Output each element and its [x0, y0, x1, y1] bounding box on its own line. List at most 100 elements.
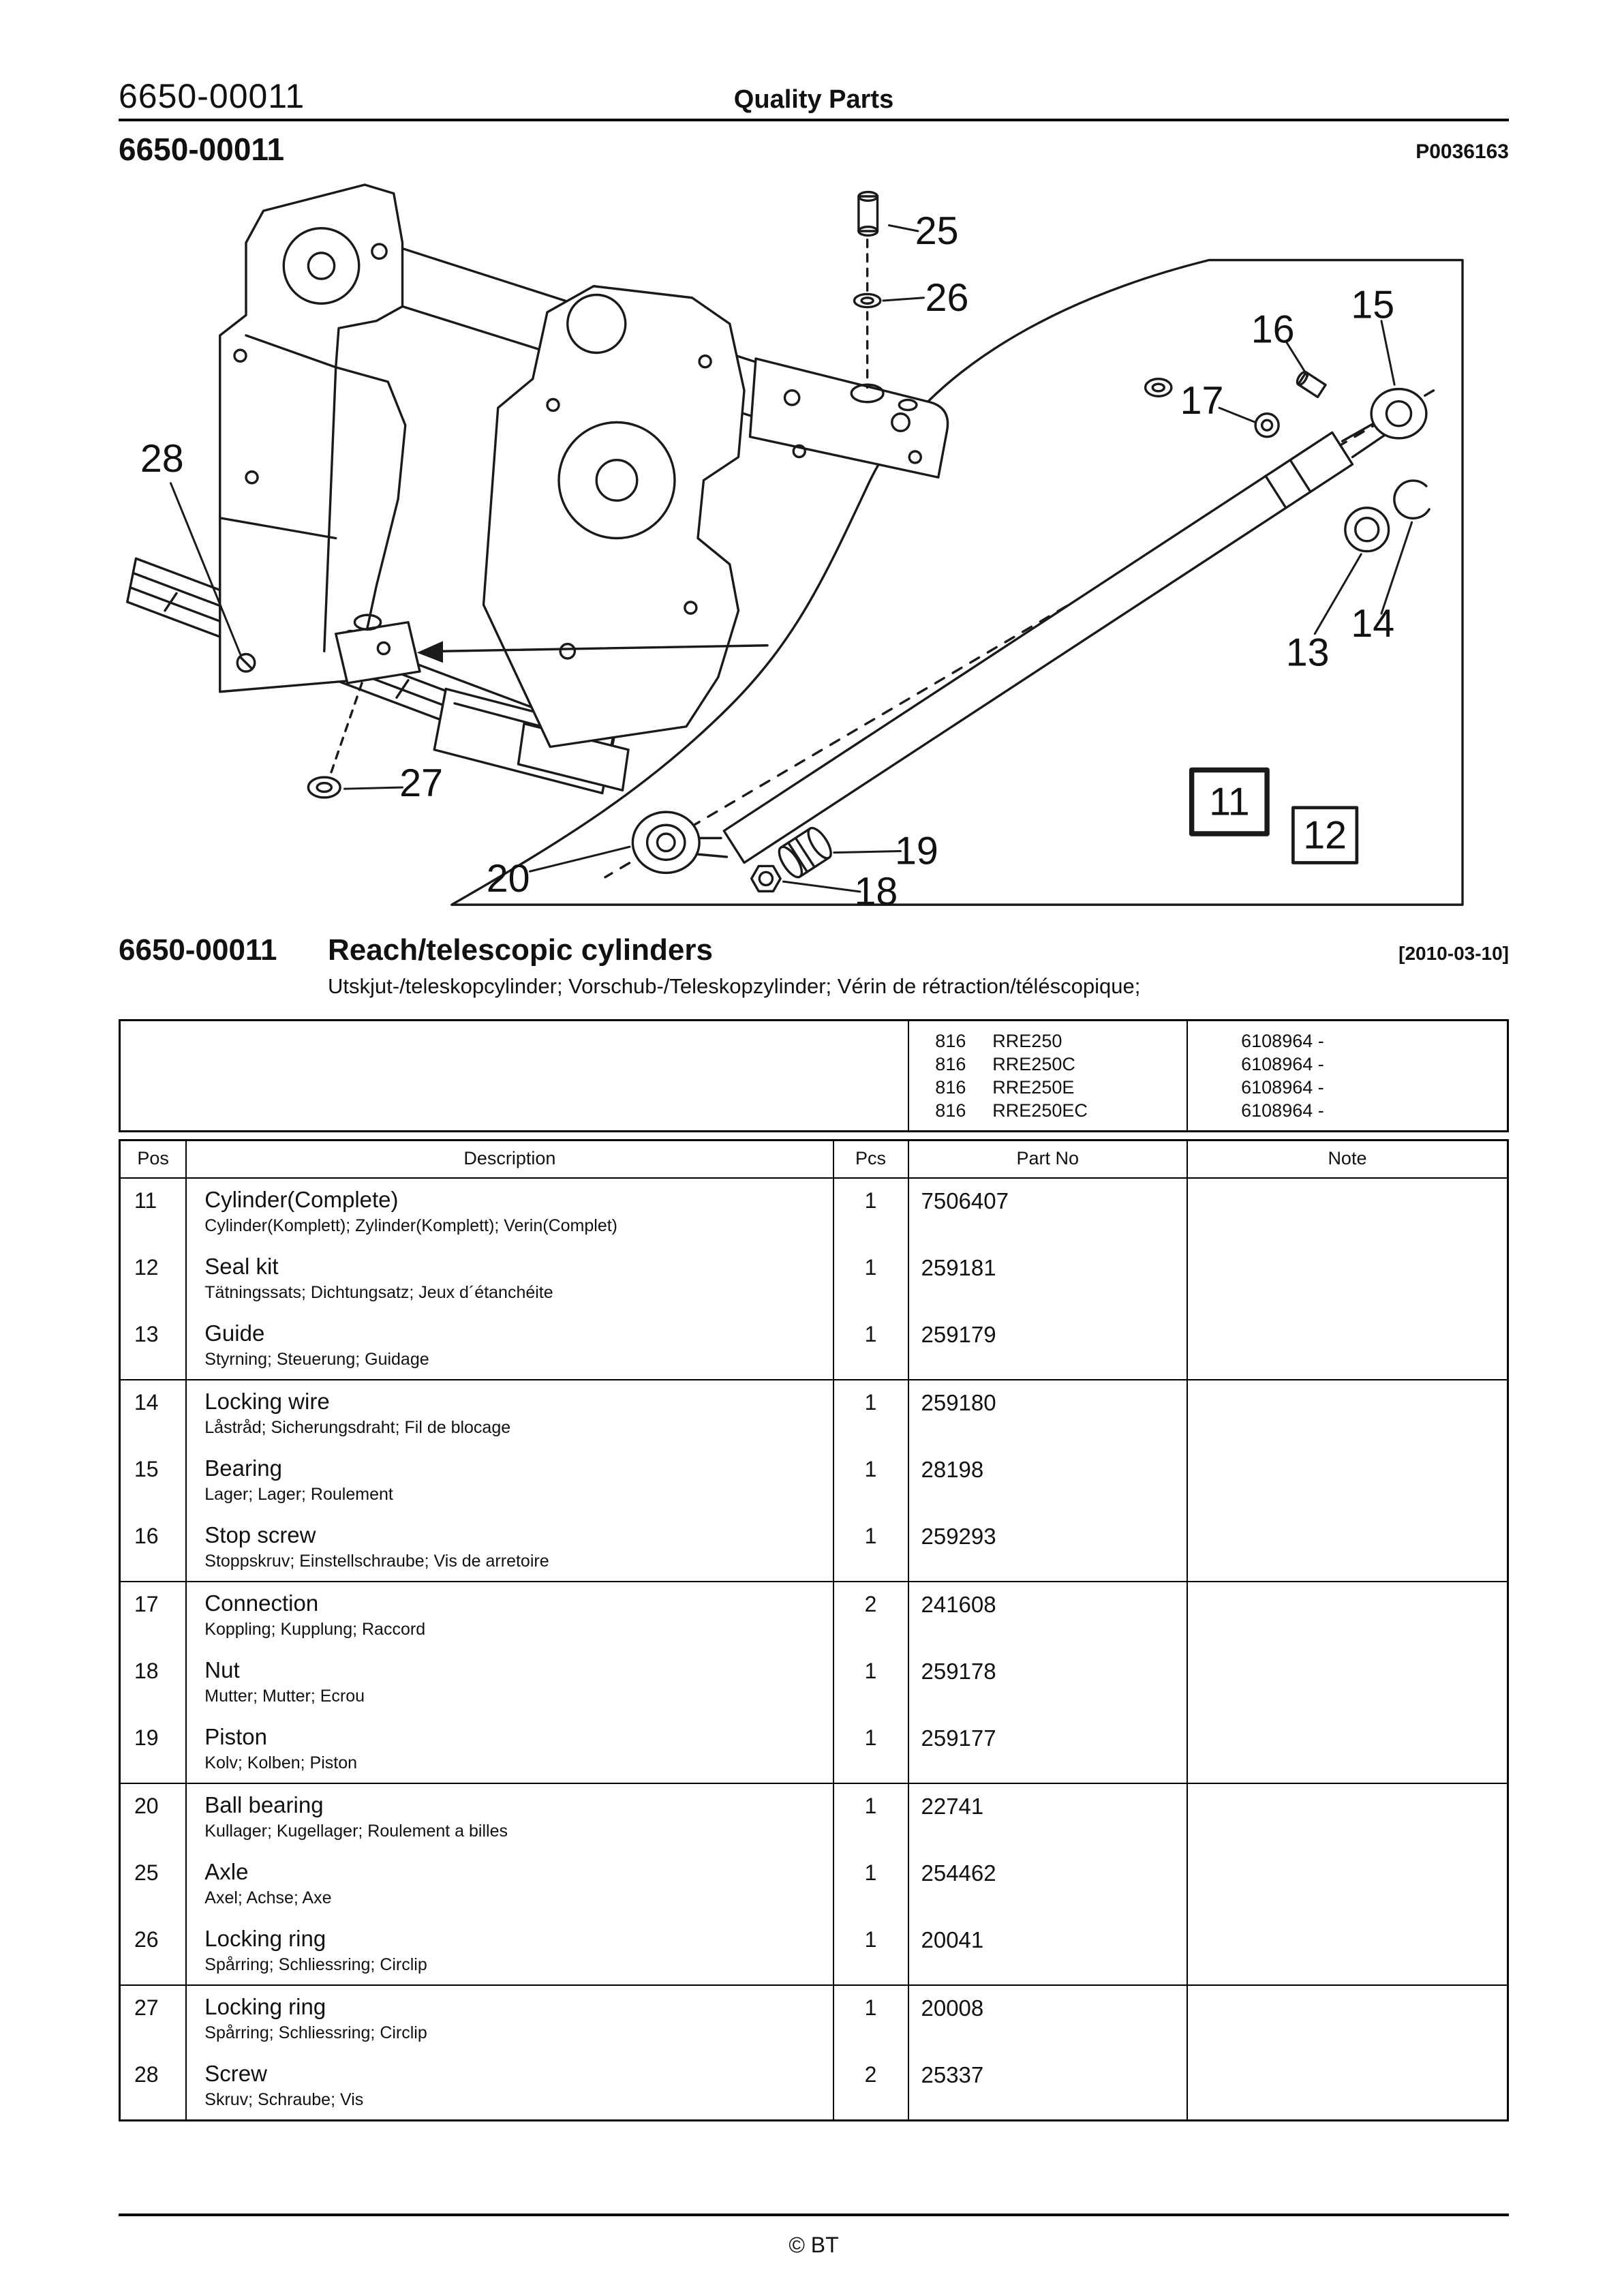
models-spacer — [121, 1021, 910, 1130]
pcs-cell: 1 — [832, 1312, 908, 1380]
pcs-cell: 1 — [832, 1447, 908, 1514]
model-serial: 6108964 - — [1241, 1054, 1324, 1074]
col-header-pcs: Pcs — [832, 1140, 908, 1179]
pos-cell: 26 — [134, 1927, 159, 1952]
table-row: 28 Screw Skruv; Schraube; Vis 2 25337 — [120, 2053, 1508, 2121]
description-cell: Axle Axel; Achse; Axe — [185, 1851, 833, 1918]
description-cell: Locking ring Spårring; Schliessring; Cir… — [185, 1918, 833, 1985]
description-cell: Locking ring Spårring; Schliessring; Cir… — [185, 1984, 833, 2053]
model-row: 816 RRE250E — [935, 1076, 1187, 1099]
header-divider — [119, 119, 1509, 121]
note-cell — [1186, 1245, 1508, 1312]
pos-cell: 27 — [119, 1984, 187, 2053]
parts-diagram: 25 26 16 15 17 28 13 14 27 20 19 18 11 1… — [119, 173, 1509, 926]
pcs-cell: 1 — [832, 1783, 908, 1851]
pcs-cell: 1 — [832, 1514, 908, 1582]
note-cell — [1186, 1379, 1508, 1447]
section-date: [2010-03-10] — [1398, 943, 1509, 964]
pos-cell: 20 — [119, 1783, 187, 1851]
description-translations: Spårring; Schliessring; Circlip — [204, 1955, 427, 1974]
table-row: 12 Seal kit Tätningssats; Dichtungsatz; … — [120, 1245, 1508, 1312]
pos-cell: 16 — [134, 1524, 159, 1548]
pos-cell: 28 — [134, 2062, 159, 2087]
description-main: Ball bearing — [204, 1792, 324, 1817]
description-main: Guide — [204, 1320, 265, 1346]
note-cell — [1186, 1649, 1508, 1716]
part-no-cell: 254462 — [907, 1851, 1187, 1918]
axle-pin-and-ring — [853, 190, 882, 389]
pos-cell: 12 — [134, 1255, 159, 1280]
description-main: Piston — [204, 1724, 267, 1749]
callout-11: 11 — [1209, 780, 1250, 824]
models-serials: 6108964 - 6108964 - 6108964 - 6108964 - — [1188, 1021, 1507, 1130]
part-no-cell: 259180 — [907, 1379, 1187, 1447]
pcs-cell: 1 — [832, 1379, 908, 1447]
pos-cell: 15 — [134, 1457, 159, 1481]
model-name: RRE250C — [992, 1054, 1075, 1074]
description-main: Seal kit — [204, 1254, 279, 1279]
callout-17: 17 — [1180, 379, 1224, 423]
note-cell — [1186, 1312, 1508, 1380]
note-cell — [1186, 2053, 1508, 2121]
model-code: 816 — [935, 1077, 966, 1098]
table-row: 25 Axle Axel; Achse; Axe 1 254462 — [120, 1851, 1508, 1918]
pos-cell: 17 — [119, 1581, 187, 1649]
page-footer: © BT — [119, 2214, 1509, 2258]
part-no-cell: 22741 — [907, 1783, 1187, 1851]
description-translations: Tätningssats; Dichtungsatz; Jeux d´étanc… — [204, 1283, 553, 1302]
callout-20: 20 — [487, 857, 530, 901]
model-name: RRE250E — [992, 1077, 1075, 1098]
col-header-description: Description — [185, 1140, 833, 1179]
brand-title: Quality Parts — [733, 85, 894, 114]
leader-lines — [170, 224, 1413, 893]
doc-number: 6650-00011 — [119, 77, 305, 115]
callout-box-12 — [1291, 806, 1359, 864]
description-translations: Lager; Lager; Roulement — [204, 1485, 393, 1504]
part-no-cell: 259178 — [907, 1649, 1187, 1716]
table-row: 20 Ball bearing Kullager; Kugellager; Ro… — [119, 1783, 1508, 1851]
note-cell — [1186, 1783, 1508, 1851]
figure-ref: P0036163 — [1416, 140, 1509, 163]
part-no-cell: 259179 — [907, 1312, 1187, 1380]
description-translations: Koppling; Kupplung; Raccord — [204, 1620, 426, 1639]
section-title: Reach/telescopic cylinders — [328, 933, 713, 967]
pcs-cell: 2 — [832, 2053, 908, 2121]
table-row: 13 Guide Styrning; Steuerung; Guidage 1 … — [120, 1312, 1508, 1380]
description-translations: Mutter; Mutter; Ecrou — [204, 1687, 365, 1706]
model-code: 816 — [935, 1031, 966, 1051]
note-cell — [1186, 1716, 1508, 1783]
pos-cell: 25 — [134, 1860, 159, 1885]
pos-cell: 18 — [134, 1659, 159, 1683]
part-no-cell: 20041 — [907, 1918, 1187, 1985]
col-header-note: Note — [1186, 1140, 1508, 1179]
description-cell: Piston Kolv; Kolben; Piston — [185, 1716, 833, 1783]
description-main: Cylinder(Complete) — [204, 1187, 399, 1212]
section-heading: 6650-00011 Reach/telescopic cylinders [2… — [119, 933, 1509, 967]
description-main: Locking ring — [204, 1994, 326, 2019]
description-cell: Cylinder(Complete) Cylinder(Komplett); Z… — [185, 1178, 833, 1245]
description-cell: Bearing Lager; Lager; Roulement — [185, 1447, 833, 1514]
note-cell — [1186, 1447, 1508, 1514]
model-code: 816 — [935, 1100, 966, 1121]
callout-13: 13 — [1286, 631, 1330, 675]
part-no-cell: 28198 — [907, 1447, 1187, 1514]
description-cell: Ball bearing Kullager; Kugellager; Roule… — [185, 1783, 833, 1851]
table-row: 27 Locking ring Spårring; Schliessring; … — [119, 1984, 1508, 2053]
table-row: 17 Connection Koppling; Kupplung; Raccor… — [119, 1581, 1508, 1649]
pcs-cell: 1 — [832, 1245, 908, 1312]
detail-boundary — [450, 258, 1464, 906]
description-cell: Screw Skruv; Schraube; Vis — [185, 2053, 833, 2121]
table-header-row: Pos Description Pcs Part No Note — [119, 1140, 1508, 1179]
description-main: Connection — [204, 1590, 319, 1616]
description-translations: Axel; Achse; Axe — [204, 1888, 332, 1907]
description-cell: Stop screw Stoppskruv; Einstellschraube;… — [185, 1514, 833, 1582]
description-main: Nut — [204, 1657, 240, 1682]
part-no-cell: 259177 — [907, 1716, 1187, 1783]
pos-cell: 13 — [134, 1322, 159, 1346]
callout-16: 16 — [1251, 308, 1295, 352]
description-translations: Kullager; Kugellager; Roulement a billes — [204, 1822, 508, 1841]
section-subtitle: Utskjut-/teleskopcylinder; Vorschub-/Tel… — [328, 974, 1141, 998]
